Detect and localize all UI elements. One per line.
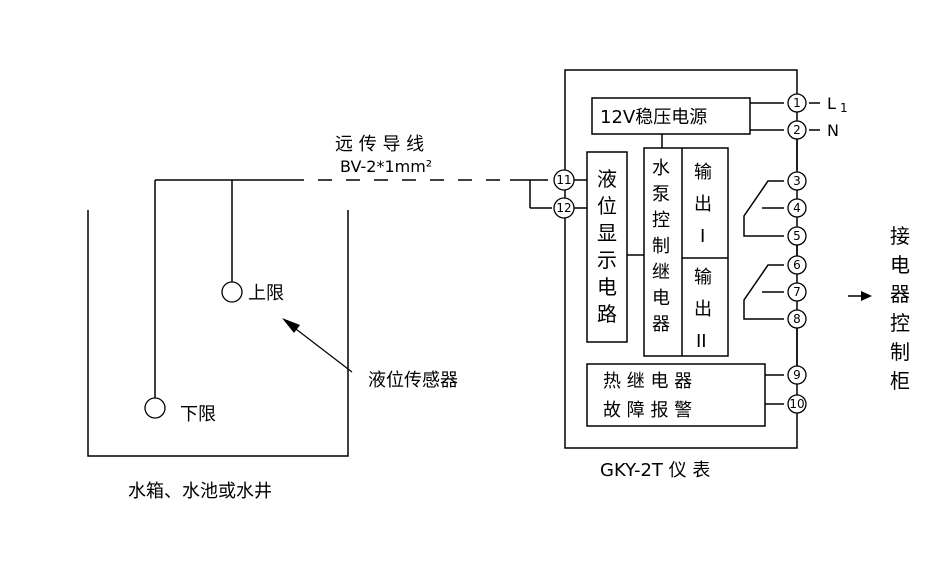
pump-relay-block: 水 泵 控 制 继 电 器 输 出 I 输 出 II — [643, 147, 729, 357]
output-target-char: 器 — [890, 282, 910, 306]
terminal-5 — [787, 226, 807, 246]
cable-spec: BV-2*1mm² — [340, 157, 432, 176]
level-display-block: 液 位 显 示 电 路 — [566, 151, 628, 343]
pump-relay-char: 继 — [652, 262, 670, 283]
lower-limit-label: 下限 — [180, 404, 216, 425]
instrument-name: GKY-2T 仪 表 — [600, 460, 710, 481]
terminal-number: 10 — [789, 397, 804, 411]
terminal-number: 6 — [793, 258, 801, 272]
terminal-number: 7 — [793, 285, 801, 299]
remote-cable: 远 传 导 线 BV-2*1mm² — [290, 134, 552, 209]
upper-limit-probe — [221, 281, 243, 303]
terminal-8 — [787, 309, 807, 329]
level-display-char: 液 — [597, 167, 617, 191]
sensor-label: 液位传感器 — [368, 370, 458, 391]
terminal-number: 4 — [793, 201, 801, 215]
output2-char: 输 — [694, 267, 712, 288]
power-supply-block: 12V稳压电源 — [591, 97, 784, 135]
output1-char: 输 — [694, 162, 712, 183]
level-display-char: 路 — [597, 302, 617, 326]
level-display-char: 示 — [597, 248, 617, 272]
relay-contacts — [743, 180, 784, 320]
upper-limit-label: 上限 — [248, 283, 284, 304]
l1-subscript: 1 — [840, 101, 848, 115]
pump-relay-char: 控 — [652, 210, 670, 231]
level-display-char: 位 — [597, 194, 617, 218]
terminal-9 — [787, 365, 807, 385]
terminal-number: 8 — [793, 312, 801, 326]
output-target-char: 控 — [890, 311, 910, 335]
pump-relay-char: 电 — [652, 288, 670, 309]
terminal-1 — [787, 93, 807, 113]
terminal-7 — [787, 282, 807, 302]
terminal-number: 5 — [793, 229, 801, 243]
thermal-relay-label: 热 继 电 器 — [603, 371, 692, 392]
l1-label: L — [827, 94, 836, 113]
terminal-11 — [553, 169, 575, 191]
terminal-2 — [787, 120, 807, 140]
sensor-annotation: 液位传感器 — [282, 318, 458, 391]
terminals: 1 2 3 4 5 6 7 8 9 10 11 12 — [553, 93, 807, 414]
power-supply-label: 12V稳压电源 — [600, 107, 707, 128]
pump-relay-char: 器 — [652, 314, 670, 335]
tank-label: 水箱、水池或水井 — [128, 481, 272, 502]
output-target-char: 接 — [890, 224, 910, 248]
terminal-number: 11 — [556, 173, 571, 187]
output1-char: 出 — [694, 194, 712, 215]
pump-relay-char: 制 — [652, 236, 670, 257]
terminal-4 — [787, 198, 807, 218]
output1-char: I — [700, 226, 705, 247]
terminal-number: 2 — [793, 123, 801, 137]
terminal-number: 12 — [556, 201, 571, 215]
output2-char: 出 — [694, 299, 712, 320]
thermal-alarm-block: 热 继 电 器 故 障 报 警 — [586, 363, 784, 427]
terminal-3 — [787, 171, 807, 191]
terminal-number: 3 — [793, 174, 801, 188]
output-target-char: 柜 — [890, 369, 910, 393]
lower-limit-probe — [144, 397, 166, 419]
terminal-12 — [553, 197, 575, 219]
tank: 水箱、水池或水井 — [87, 210, 349, 502]
level-display-char: 电 — [597, 275, 617, 299]
output-arrow-head — [861, 291, 872, 301]
pump-relay-char: 水 — [652, 158, 670, 179]
output2-char: II — [696, 331, 707, 352]
terminal-number: 9 — [793, 368, 801, 382]
sensor-arrow-head — [282, 318, 300, 333]
terminal-10 — [787, 394, 807, 414]
control-cabinet-annotation: 接 电 器 控 制 柜 — [848, 224, 910, 393]
terminal-6 — [787, 255, 807, 275]
fault-alarm-label: 故 障 报 警 — [603, 400, 692, 421]
pump-relay-char: 泵 — [652, 184, 670, 205]
n-label: N — [827, 121, 839, 140]
output-target-char: 制 — [890, 340, 910, 364]
terminal-number: 1 — [793, 96, 801, 110]
level-probes: 上限 下限 — [144, 179, 290, 425]
output-target-char: 电 — [890, 253, 910, 277]
level-display-char: 显 — [597, 221, 617, 245]
cable-title: 远 传 导 线 — [335, 134, 424, 155]
